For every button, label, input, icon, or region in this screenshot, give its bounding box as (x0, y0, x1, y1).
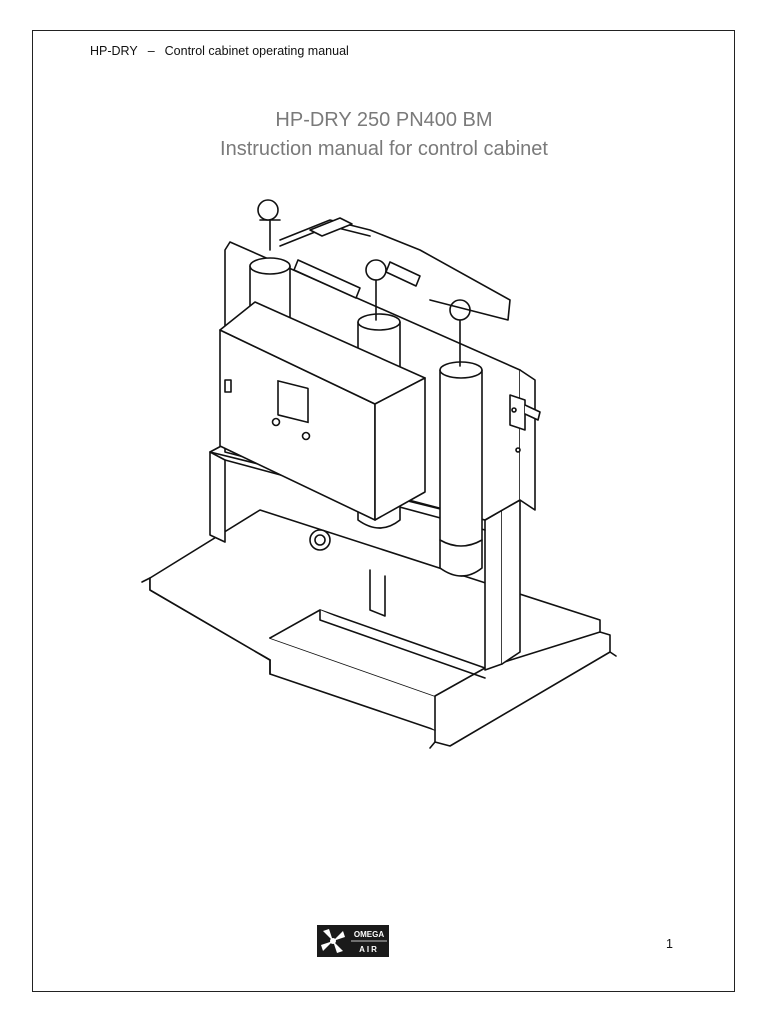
logo-emblem-icon (321, 929, 345, 953)
dryer-unit-drawing (141, 199, 617, 749)
title-model: HP-DRY 250 PN400 BM (275, 109, 493, 131)
running-header: HP-DRY–Control cabinet operating manual (90, 44, 349, 58)
title-subtitle: Instruction manual for control cabinet (220, 138, 548, 160)
logo-text-bottom: AIR (359, 945, 379, 954)
page-border (32, 30, 735, 992)
header-doc-title: Control cabinet operating manual (164, 44, 349, 58)
omega-air-logo: OMEGA AIR (317, 925, 389, 957)
logo-text-top: OMEGA (354, 930, 384, 939)
document-title: HP-DRY 250 PN400 BM Instruction manual f… (0, 106, 768, 164)
page-number: 1 (666, 937, 673, 951)
header-separator: – (147, 44, 155, 58)
header-product: HP-DRY (90, 44, 138, 58)
